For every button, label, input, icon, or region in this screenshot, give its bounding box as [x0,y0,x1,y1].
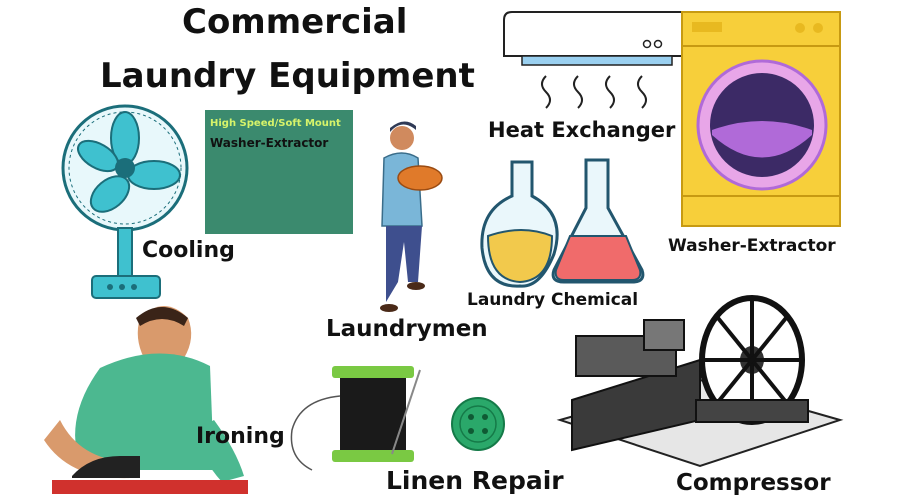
laundryman-figure [380,121,443,312]
washer-extractor-panel: High Speed/Soft Mount Washer-Extractor [205,110,353,234]
button-icon [451,397,505,451]
label-heat-exchanger: Heat Exchanger [488,118,676,142]
page-title-line2: Laundry Equipment [100,56,475,96]
label-laundrymen: Laundrymen [326,316,488,342]
page-title-line1: Commercial [182,2,408,42]
fan-icon [61,104,189,299]
label-laundry-chemical: Laundry Chemical [467,290,639,310]
label-compressor: Compressor [676,470,831,496]
label-cooling: Cooling [142,238,235,263]
label-linen-repair: Linen Repair [386,466,564,495]
washing-machine-icon [681,11,841,227]
label-ironing: Ironing [196,424,285,449]
label-washer-extractor: Washer-Extractor [668,236,836,256]
thread-spool-icon [290,366,421,471]
heat-exchanger-icon [503,11,697,109]
ironing-figure [44,306,248,494]
compressor-icon [556,295,844,468]
chemical-flasks-icon [480,158,645,288]
panel-name: Washer-Extractor [210,136,329,150]
panel-subtitle: High Speed/Soft Mount [210,118,341,129]
